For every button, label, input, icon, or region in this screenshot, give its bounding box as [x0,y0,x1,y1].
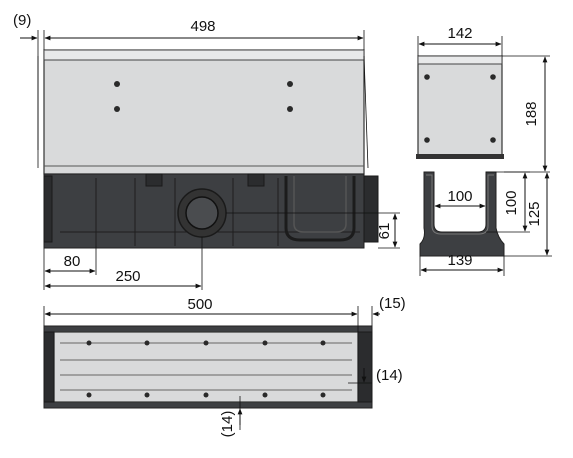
top-view: 500 (15) (14) (14) [43,295,406,438]
side-grate-rim [417,55,503,65]
front-base-dimension: 80 [64,253,81,270]
outlet-pipe [185,196,219,230]
top-end-cap-left [43,331,55,403]
top-bolt [144,340,150,346]
front-grate-rim [43,49,365,61]
side-bolt [490,74,496,80]
top-bolt [86,392,92,398]
front-outlet-position-dimension: 250 [115,268,140,285]
top-length-dimension: 500 [187,296,212,313]
top-bottom-offset-dimension: (14) [219,411,236,438]
front-bolt [287,106,293,112]
side-grate [417,55,503,157]
top-bolt [262,392,268,398]
top-end-cap-right [357,331,373,403]
front-grate [43,49,365,175]
side-channel-profile [419,171,505,257]
top-bolt [144,392,150,398]
top-bolt [203,340,209,346]
side-body-height-dimension: 125 [526,201,543,226]
side-width-dimension: 142 [447,25,472,42]
side-bolt [490,137,496,143]
top-bolt [203,392,209,398]
side-bolt [424,74,430,80]
side-inner-depth-dimension: 100 [503,190,520,215]
front-end-cap-left [43,175,53,243]
front-bolt [287,81,293,87]
side-frame-band [416,154,504,159]
top-bolt [320,392,326,398]
side-height-dimension: 188 [523,101,540,126]
side-bolt [424,137,430,143]
front-outlet-height-dimension: 61 [376,223,393,240]
front-length-dimension: 498 [190,18,215,35]
top-bolt [320,340,326,346]
top-side-offset-dimension: (14) [376,367,403,384]
front-view: (9) 498 80 250 61 [13,12,400,290]
front-end-cap [363,175,379,243]
side-view: 142 188 100 100 125 139 [416,25,552,276]
front-bolt [114,106,120,112]
front-gap-dimension: (9) [13,12,31,29]
front-notch [247,173,265,187]
front-bolt [114,81,120,87]
front-notch [145,173,163,187]
top-bolt [262,340,268,346]
top-end-dimension: (15) [379,295,406,312]
side-base-width-dimension: 139 [447,252,472,269]
top-bolt [86,340,92,346]
side-inner-width-dimension: 100 [447,188,472,205]
